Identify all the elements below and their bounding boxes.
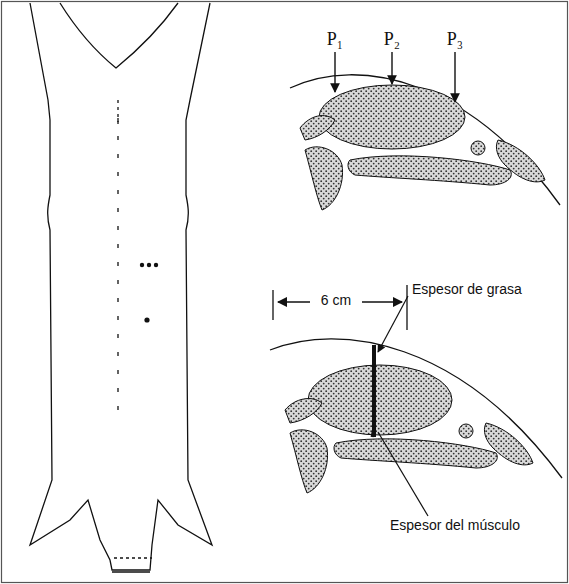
loin-cross-section-upper <box>290 52 560 210</box>
probe-point-label: P₂ <box>384 30 400 50</box>
measure-dots <box>140 263 158 323</box>
dimension-label: 6 cm <box>321 293 351 308</box>
fat-thickness-label: Espesor de grasa <box>412 282 522 297</box>
carcass-outline <box>30 3 212 572</box>
loin-cross-section-lower <box>270 285 562 516</box>
probe-point-label: P₃ <box>447 30 463 50</box>
probe-point-label: P₁ <box>327 30 343 50</box>
muscle-thickness-label: Espesor del músculo <box>390 518 520 533</box>
